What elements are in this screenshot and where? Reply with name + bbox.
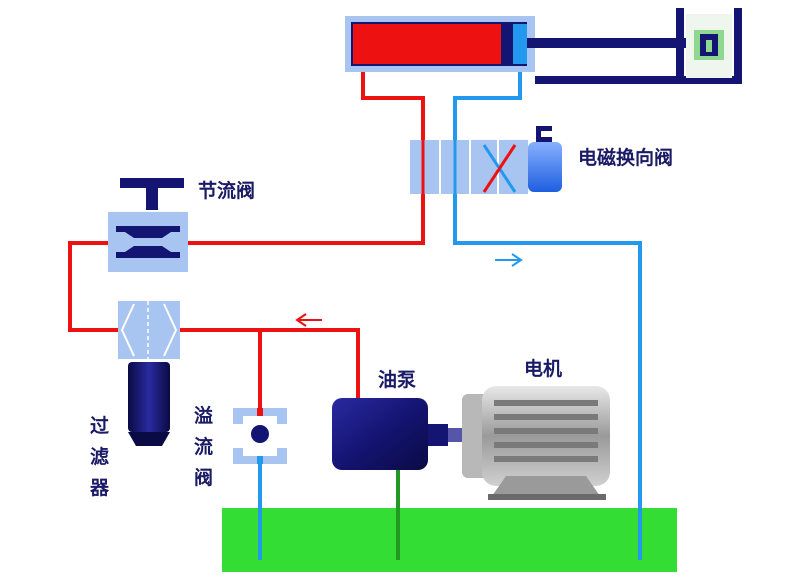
flow-arrow-pressure [295, 313, 322, 327]
oil-tank [222, 508, 677, 572]
hydraulic-cylinder [345, 8, 742, 84]
relief-valve-label-3: 阀 [194, 466, 213, 489]
relief-valve-label-2: 流 [194, 435, 213, 458]
oil-pump [332, 398, 462, 470]
pressure-lines [68, 66, 425, 410]
throttle-valve [108, 178, 188, 272]
relief-valve-label-1: 溢 [194, 404, 213, 427]
electric-motor [462, 386, 610, 500]
oil-pump-label: 油泵 [378, 369, 416, 391]
filter-label-3: 器 [89, 477, 110, 499]
filter-label-1: 过 [90, 415, 109, 437]
solenoid-valve-label: 电磁换向阀 [578, 146, 673, 169]
relief-valve [233, 408, 287, 464]
motor-label: 电机 [524, 357, 562, 380]
filter [118, 301, 180, 446]
filter-label-2: 滤 [90, 446, 109, 468]
throttle-valve-label: 节流阀 [198, 179, 255, 202]
flow-arrow-return [495, 253, 523, 267]
solenoid-valve [410, 126, 562, 194]
